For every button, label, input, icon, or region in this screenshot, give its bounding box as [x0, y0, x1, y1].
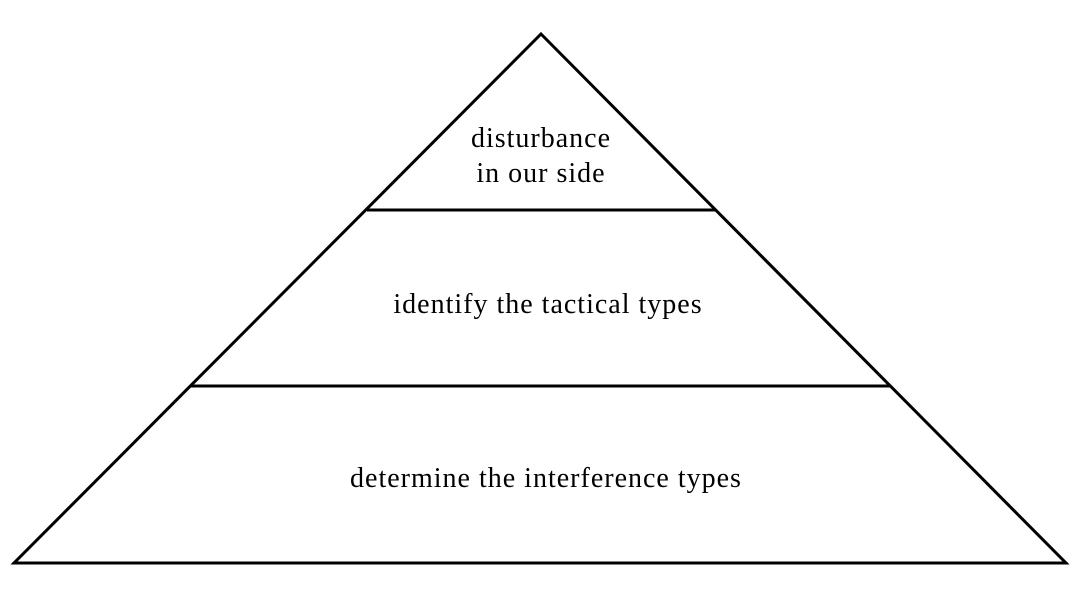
level-top-label-line-1: disturbance: [471, 123, 611, 154]
level-top-label-line-2: in our side: [476, 158, 605, 189]
level-bottom-label: determine the interference types: [350, 463, 742, 494]
level-middle-label: identify the tactical types: [393, 289, 702, 320]
pyramid-outline: [10, 31, 1070, 565]
